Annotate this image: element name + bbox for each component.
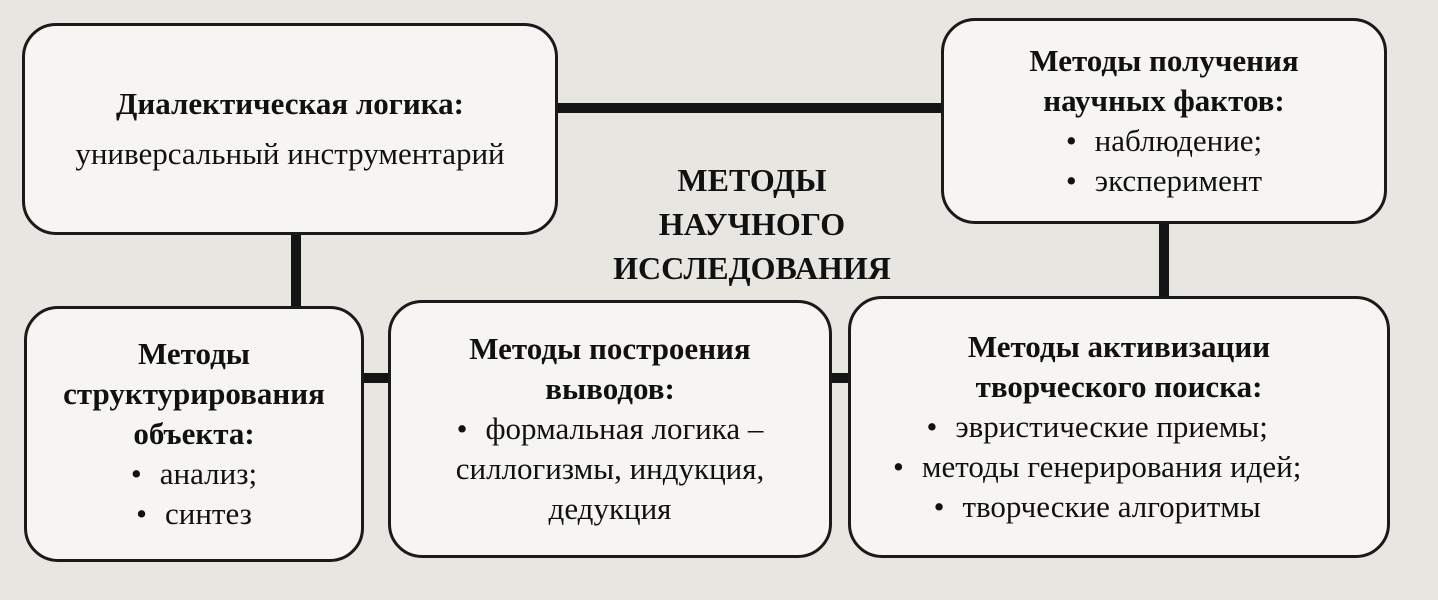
- center-title-line-1: МЕТОДЫ: [677, 162, 827, 198]
- creative-item-heuristics: эвристические приемы;: [893, 407, 1301, 447]
- box-fact-methods: Методы получения научных фактов: наблюде…: [941, 18, 1387, 224]
- structuring-item-analysis: анализ;: [131, 454, 257, 494]
- dialectic-title: Диалектическая логика:: [116, 86, 464, 121]
- conclusions-title-line-1: Методы построения: [469, 331, 751, 366]
- structuring-list: анализ; синтез: [131, 454, 257, 534]
- creative-title-line-1: Методы активизации: [967, 329, 1271, 364]
- conclusions-item-formal-logic: формальная логика –: [457, 409, 763, 449]
- conclusions-continuation-line-1: силлогизмы, индукция,: [455, 451, 765, 486]
- conclusions-title-line-2: выводов:: [545, 371, 675, 406]
- conclusions-continuation-line-2: дедукция: [548, 491, 672, 526]
- facts-item-experiment: эксперимент: [1066, 161, 1262, 201]
- diagram-center-title: МЕТОДЫ НАУЧНОГО ИССЛЕДОВАНИЯ: [562, 158, 942, 290]
- box-structuring-methods: Методы структурирования объекта: анализ;…: [24, 306, 364, 562]
- box-conclusion-methods: Методы построения выводов: формальная ло…: [388, 300, 832, 558]
- conclusions-list: формальная логика –: [457, 409, 763, 449]
- center-title-line-3: ИССЛЕДОВАНИЯ: [613, 250, 891, 286]
- center-title-line-2: НАУЧНОГО: [658, 206, 846, 242]
- structuring-title-line-3: объекта:: [133, 416, 255, 451]
- box-dialectical-logic: Диалектическая логика: универсальный инс…: [22, 23, 558, 235]
- creative-item-algorithms: творческие алгоритмы: [893, 487, 1301, 527]
- box-creative-methods: Методы активизации творческого поиска: э…: [848, 296, 1390, 558]
- structuring-title-line-1: Методы: [138, 336, 250, 371]
- facts-list: наблюдение; эксперимент: [1066, 121, 1263, 201]
- creative-list: эвристические приемы; методы генерирован…: [893, 407, 1301, 527]
- facts-item-observation: наблюдение;: [1066, 121, 1263, 161]
- facts-title-line-2: научных фактов:: [1043, 83, 1285, 118]
- dialectic-subtitle: универсальный инструментарий: [75, 136, 505, 171]
- creative-item-idea-generation: методы генерирования идей;: [893, 447, 1301, 487]
- structuring-item-synthesis: синтез: [131, 494, 257, 534]
- structuring-title-line-2: структурирования: [63, 376, 325, 411]
- creative-title-line-2: творческого поиска:: [975, 369, 1263, 404]
- facts-title-line-1: Методы получения: [1029, 43, 1299, 78]
